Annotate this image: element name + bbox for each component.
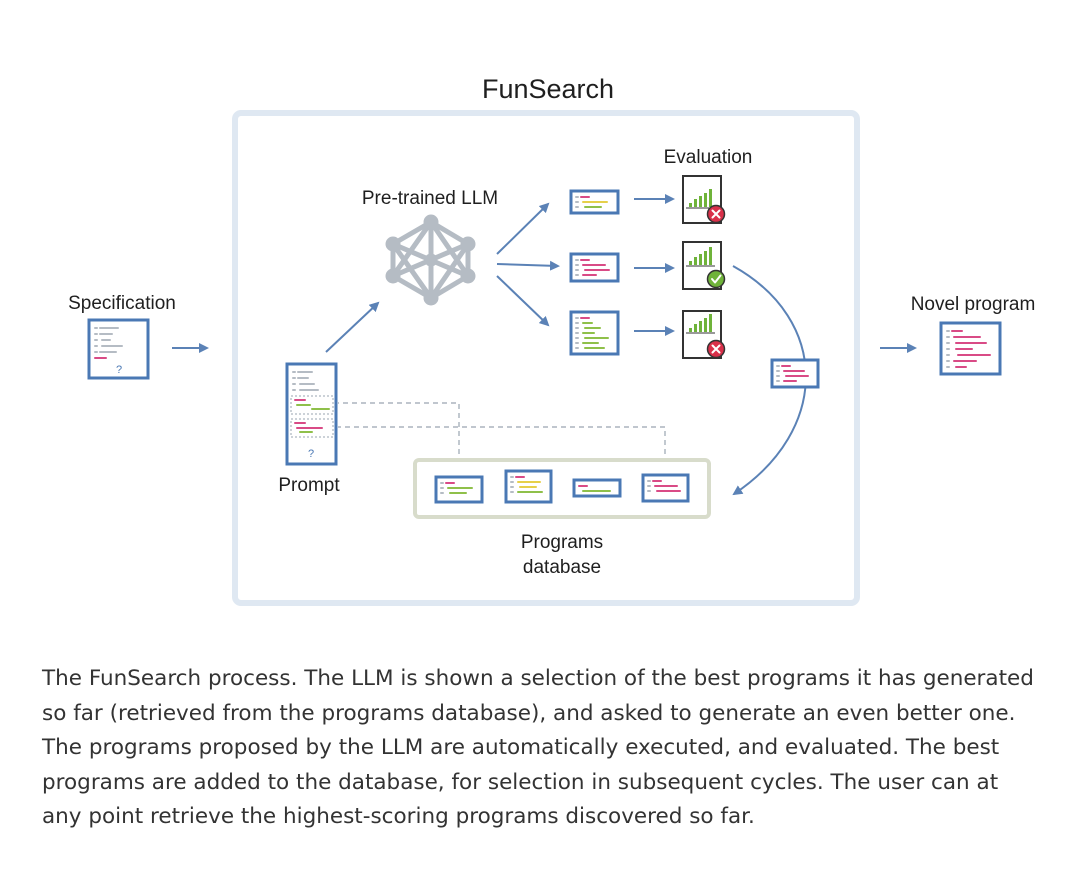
best-program-card — [770, 358, 820, 389]
generated-program-card-2 — [569, 252, 620, 283]
specification-card: ? — [87, 318, 150, 380]
figure-caption: The FunSearch process. The LLM is shown … — [42, 666, 1034, 829]
specification-label: Specification — [68, 293, 176, 314]
evaluation-result-2 — [682, 241, 726, 290]
programs-database-box — [413, 458, 711, 519]
database-program-card-1 — [434, 475, 484, 504]
specification-question-mark: ? — [116, 364, 122, 376]
programs-database-label-line2: database — [523, 557, 601, 578]
prompt-question-mark: ? — [308, 448, 314, 460]
retrieval-dashed-lines — [338, 402, 666, 472]
bar-chart-document-icon — [682, 241, 722, 290]
neural-network-icon — [385, 214, 476, 306]
red-x-badge-icon — [706, 339, 726, 359]
generated-program-card-1 — [569, 189, 620, 215]
evaluation-label: Evaluation — [664, 147, 753, 168]
novel-program-card — [939, 321, 1002, 376]
prompt-to-llm-arrow — [325, 301, 380, 353]
generated-program-card-3 — [569, 310, 620, 356]
funsearch-frame — [232, 110, 860, 606]
diagram-title: FunSearch — [482, 74, 614, 104]
database-program-card-4 — [641, 473, 690, 503]
pretrained-llm-label: Pre-trained LLM — [362, 188, 498, 209]
prompt-label: Prompt — [278, 475, 340, 496]
green-check-badge-icon — [706, 269, 726, 289]
funsearch-diagram: FunSearch Specification Pre-trained LLM … — [68, 74, 1036, 606]
programs-database-label-line1: Programs — [521, 532, 603, 553]
evaluation-result-1 — [682, 175, 726, 224]
program-to-evaluation-arrows — [634, 194, 675, 336]
evaluation-result-3 — [682, 310, 726, 359]
prompt-card: ? — [285, 362, 338, 466]
novel-program-label: Novel program — [911, 294, 1036, 315]
database-program-card-3 — [572, 478, 622, 498]
red-x-badge-icon — [706, 204, 726, 224]
database-program-card-2 — [504, 469, 553, 504]
llm-output-arrows — [496, 202, 560, 327]
